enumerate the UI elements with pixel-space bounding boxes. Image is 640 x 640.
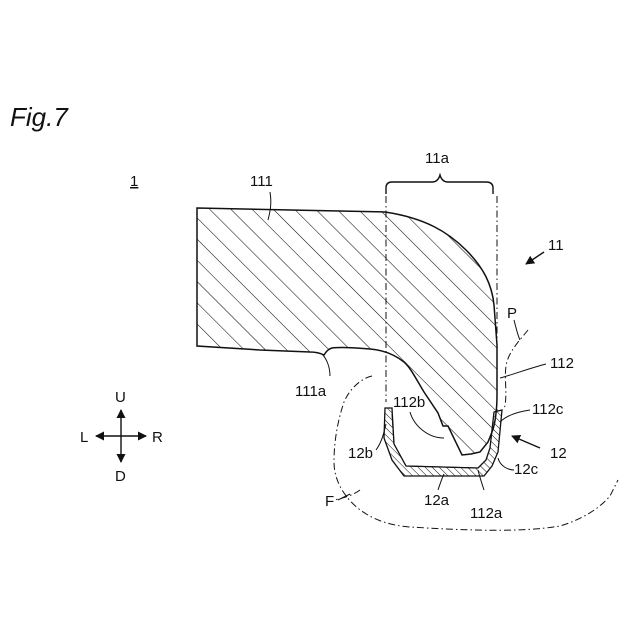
leader-112 [500,364,546,378]
label-12a: 12a [424,492,450,509]
label-12c: 12c [514,461,539,478]
label-112b: 112b [393,394,425,411]
direction-left-label: L [80,429,88,446]
reference-numeral-1: 1 [130,173,138,190]
direction-indicator: U D L R [80,389,163,485]
arrow-12 [512,436,540,448]
leader-111a [322,354,330,376]
direction-down-label: D [115,468,126,485]
direction-right-label: R [152,429,163,446]
label-112: 112 [550,355,574,372]
label-11a: 11a [425,150,450,167]
label-P: P [507,305,517,322]
label-12b: 12b [348,445,373,462]
label-11: 11 [548,237,564,254]
leader-112c [500,410,530,422]
leader-P [514,320,520,340]
arrow-11 [526,252,544,264]
label-111a: 111a [295,383,327,400]
direction-up-label: U [115,389,126,406]
label-111: 111 [250,173,273,190]
leader-12c [498,458,514,470]
label-112c: 112c [532,401,564,418]
label-12: 12 [550,445,567,462]
seat-body-111 [197,208,497,455]
figure-title: Fig.7 [10,102,69,132]
section-11a-brace [386,175,493,194]
label-112a: 112a [470,505,503,522]
label-F: F [325,493,334,510]
